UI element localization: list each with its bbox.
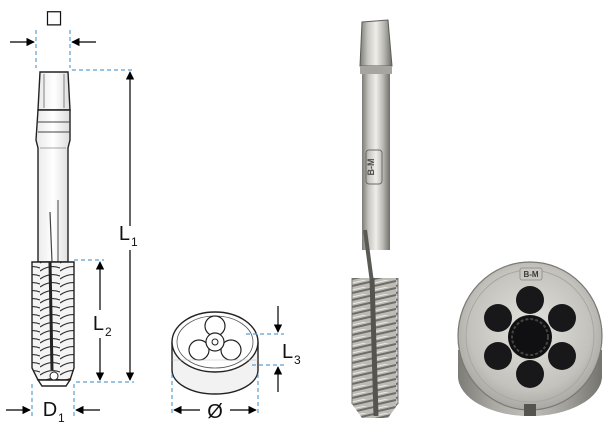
diameter-icon: Ø bbox=[207, 401, 223, 423]
l3-dimension: L 3 bbox=[246, 306, 301, 392]
l3-subscript: 3 bbox=[294, 353, 301, 367]
l2-subscript: 2 bbox=[105, 325, 112, 339]
die-brand-mark: B-M bbox=[523, 270, 538, 279]
d1-dimension: D 1 bbox=[6, 384, 100, 425]
square-drive-icon: ◻ bbox=[45, 4, 63, 29]
d1-subscript: 1 bbox=[58, 411, 65, 425]
hand-tap-photo: B-M bbox=[351, 19, 399, 418]
l2-label: L bbox=[93, 313, 104, 335]
die-drawing bbox=[171, 311, 259, 395]
round-die-photo: B-M bbox=[457, 261, 603, 416]
tap-brand-mark: B-M bbox=[366, 159, 376, 176]
l1-subscript: 1 bbox=[131, 235, 138, 249]
tap-drawing bbox=[31, 71, 75, 387]
l3-label: L bbox=[282, 341, 293, 363]
d1-label: D bbox=[43, 399, 57, 421]
l1-dimension: L 1 bbox=[72, 69, 138, 383]
l2-dimension: L 2 bbox=[74, 259, 112, 381]
die-diameter-dimension: Ø bbox=[171, 374, 259, 423]
square-drive-dimension: ◻ bbox=[10, 4, 96, 68]
l1-label: L bbox=[119, 223, 130, 245]
